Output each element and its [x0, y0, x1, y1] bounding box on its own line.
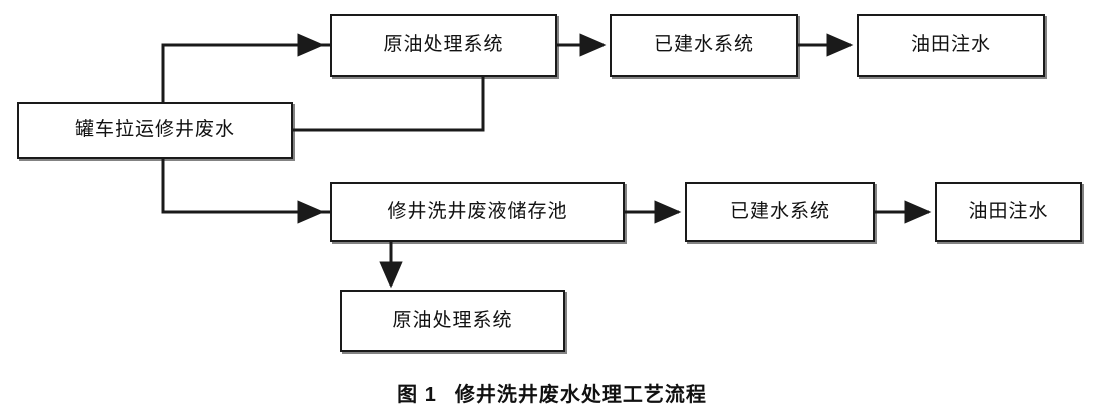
node-mid-2-label: 已建水系统	[729, 200, 830, 222]
node-mid-waste-liquid-storage-pond[interactable]: 修井洗井废液储存池	[330, 182, 625, 242]
node-top-oilfield-water-injection[interactable]: 油田注水	[857, 14, 1045, 77]
node-top-1-label: 原油处理系统	[383, 34, 504, 56]
figure-caption: 图 1 修井洗井废水处理工艺流程	[0, 378, 1104, 407]
node-mid-oilfield-water-injection[interactable]: 油田注水	[935, 182, 1082, 242]
node-bottom-1-label: 原油处理系统	[392, 309, 513, 331]
node-mid-existing-water-system[interactable]: 已建水系统	[685, 182, 875, 242]
node-bottom-crude-oil-treatment[interactable]: 原油处理系统	[340, 290, 565, 352]
node-mid-1-label: 修井洗井废液储存池	[387, 200, 568, 222]
figure-caption-number: 图 1	[397, 384, 437, 406]
node-mid-3-label: 油田注水	[968, 200, 1049, 222]
node-top-3-label: 油田注水	[910, 34, 991, 56]
figure-caption-title: 修井洗井废水处理工艺流程	[454, 384, 707, 406]
node-top-crude-oil-treatment[interactable]: 原油处理系统	[330, 14, 557, 77]
node-source-label: 罐车拉运修井废水	[74, 119, 235, 141]
node-top-existing-water-system[interactable]: 已建水系统	[610, 14, 798, 77]
node-top-2-label: 已建水系统	[653, 34, 754, 56]
node-source[interactable]: 罐车拉运修井废水	[17, 102, 293, 159]
